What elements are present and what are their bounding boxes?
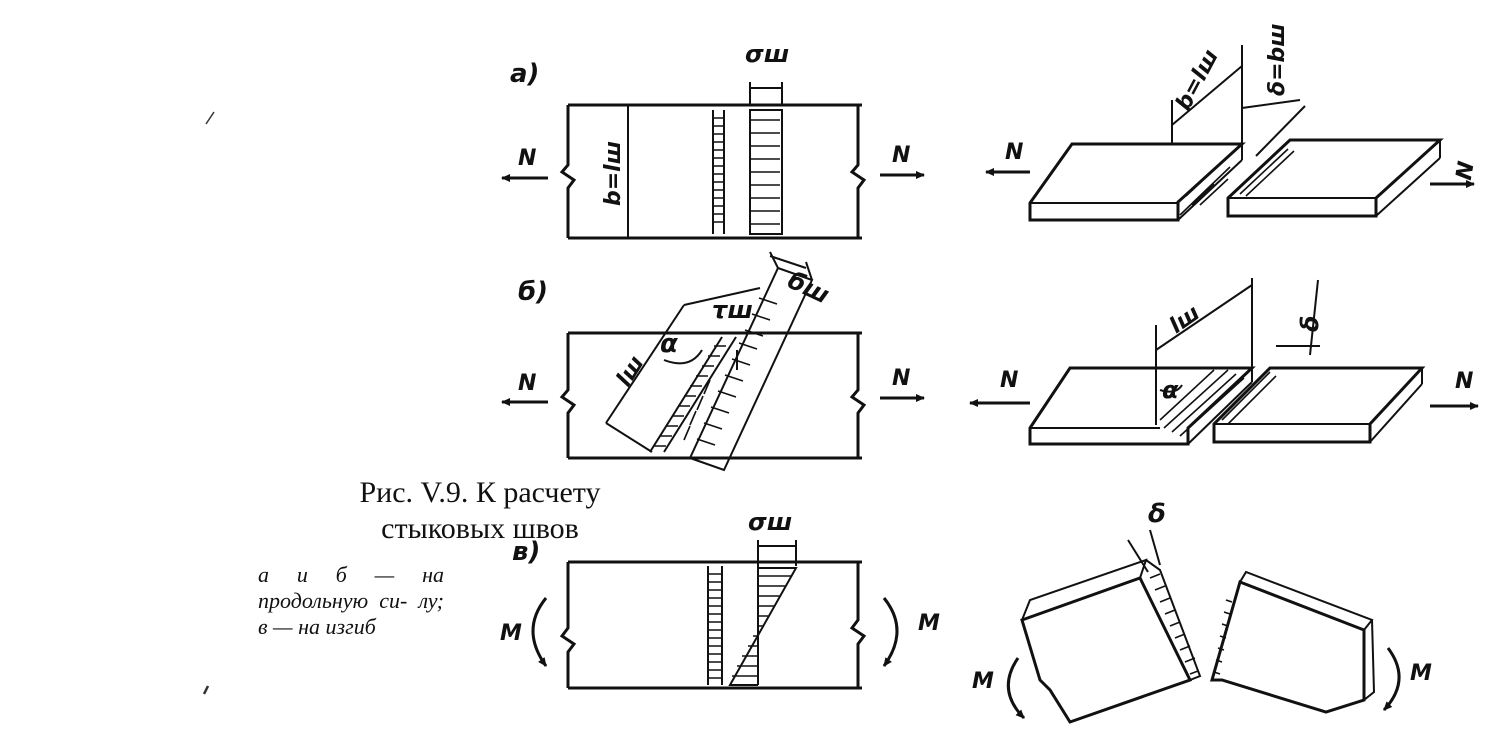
panel-a-iso-force-right: N bbox=[1449, 159, 1477, 181]
panel-b-length-label: lш bbox=[612, 352, 650, 391]
panel-b-label: б) bbox=[518, 277, 548, 307]
panel-b-isometric: lш δ α N N bbox=[969, 278, 1479, 446]
panel-c-weld bbox=[707, 566, 723, 685]
caption-subtitle: стыковых швов bbox=[381, 512, 579, 545]
panel-a-stress-label: σш bbox=[745, 40, 789, 68]
panel-c-moment-right: M bbox=[918, 611, 940, 636]
panel-b-iso-force-right: N bbox=[1455, 369, 1473, 394]
print-mark bbox=[205, 111, 215, 125]
panel-c-iso-moment-left: M bbox=[972, 669, 994, 694]
panel-b-iso-length-label: lш bbox=[1165, 301, 1205, 339]
caption-title: Рис. V.9. К расчету bbox=[359, 476, 601, 509]
panel-b-iso-angle-label: α bbox=[1162, 376, 1179, 404]
panel-c-moment-left: M bbox=[500, 621, 522, 646]
panel-a-force-right: N bbox=[892, 143, 910, 168]
panel-b-shear-label: τш bbox=[712, 296, 753, 324]
panel-b-iso-thickness-label: δ bbox=[1296, 316, 1324, 333]
panel-b-iso-force-left: N bbox=[1000, 368, 1018, 393]
panel-c-label: в) bbox=[512, 537, 540, 567]
panel-a-iso-force-left: N bbox=[1005, 140, 1023, 165]
panel-a-isometric: b=lш δ=bш N N bbox=[985, 23, 1477, 222]
panel-c-iso-thickness-label: δ bbox=[1148, 499, 1166, 529]
panel-a-width-label: b=lш bbox=[601, 141, 626, 206]
panel-c-stress-diagram bbox=[728, 540, 798, 686]
panel-b-force-left: N bbox=[518, 371, 536, 396]
panel-c-isometric: δ M M bbox=[972, 499, 1432, 724]
panel-b-force-right: N bbox=[892, 366, 910, 391]
panel-a-iso-thickness-label: δ=bш bbox=[1265, 23, 1290, 96]
panel-a-iso-width-label: b=lш bbox=[1171, 46, 1224, 115]
panel-c-plan: в) σш M M bbox=[500, 508, 940, 690]
caption-note: а и б — на продольную си- лу; в — на изг… bbox=[258, 562, 444, 639]
panel-c-iso-moment-right: M bbox=[1410, 661, 1432, 686]
panel-a-force-left: N bbox=[518, 146, 536, 171]
print-mark bbox=[202, 685, 210, 695]
panel-b-stress-diagram bbox=[683, 251, 814, 472]
panel-b-angle-label: α bbox=[660, 329, 678, 359]
panel-a-stress-diagram bbox=[749, 82, 783, 235]
panel-a-plan: а) σш b=lш N N bbox=[501, 40, 925, 240]
panel-c-stress-label: σш bbox=[748, 508, 792, 536]
panel-a-weld bbox=[712, 110, 725, 234]
panel-a-label: а) bbox=[510, 59, 539, 89]
panel-b-weld bbox=[649, 336, 737, 453]
panel-b-plan: б) бш τш lш α N bbox=[501, 251, 925, 472]
